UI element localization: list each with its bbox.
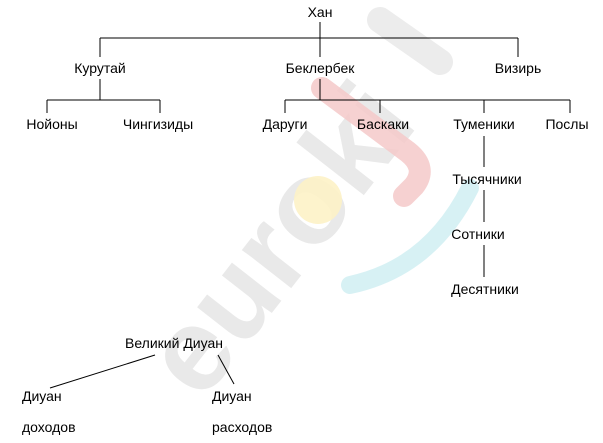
divan-income-line1: Диуан	[22, 388, 62, 404]
node-divan-expense: Диуан расходов	[212, 381, 272, 443]
node-tens: Десятники	[451, 281, 519, 297]
node-noyons: Нойоны	[26, 116, 78, 132]
node-kurultai: Курутай	[74, 60, 126, 76]
node-vizier: Визирь	[494, 60, 542, 76]
node-temniki: Тумeники	[453, 116, 515, 132]
divan-expense-line2: расходов	[212, 419, 273, 435]
divan-income-line2: доходов	[22, 419, 76, 435]
watermark-yellow-dot	[294, 176, 342, 224]
node-posly: Послы	[545, 116, 589, 132]
node-divan-income: Диуан доходов	[22, 381, 76, 443]
watermark-gray-bar	[367, 7, 453, 75]
node-great-divan: Великий Диуан	[125, 335, 223, 351]
node-beklerbek: Беклербек	[285, 60, 355, 76]
node-baskaki: Баскаки	[356, 116, 410, 132]
divan-expense-line1: Диуан	[212, 388, 252, 404]
node-thousands: Тысячники	[452, 171, 522, 187]
watermark-red-stroke	[311, 77, 431, 207]
divan-expense-link	[217, 354, 235, 385]
divan-income-link	[49, 354, 156, 389]
node-darugi: Даруги	[262, 116, 308, 132]
watermark-cyan-arc	[341, 179, 479, 294]
node-hundreds: Сотники	[451, 226, 505, 242]
node-khan: Хан	[307, 4, 333, 20]
node-chinggisids: Чингизиды	[122, 116, 194, 132]
